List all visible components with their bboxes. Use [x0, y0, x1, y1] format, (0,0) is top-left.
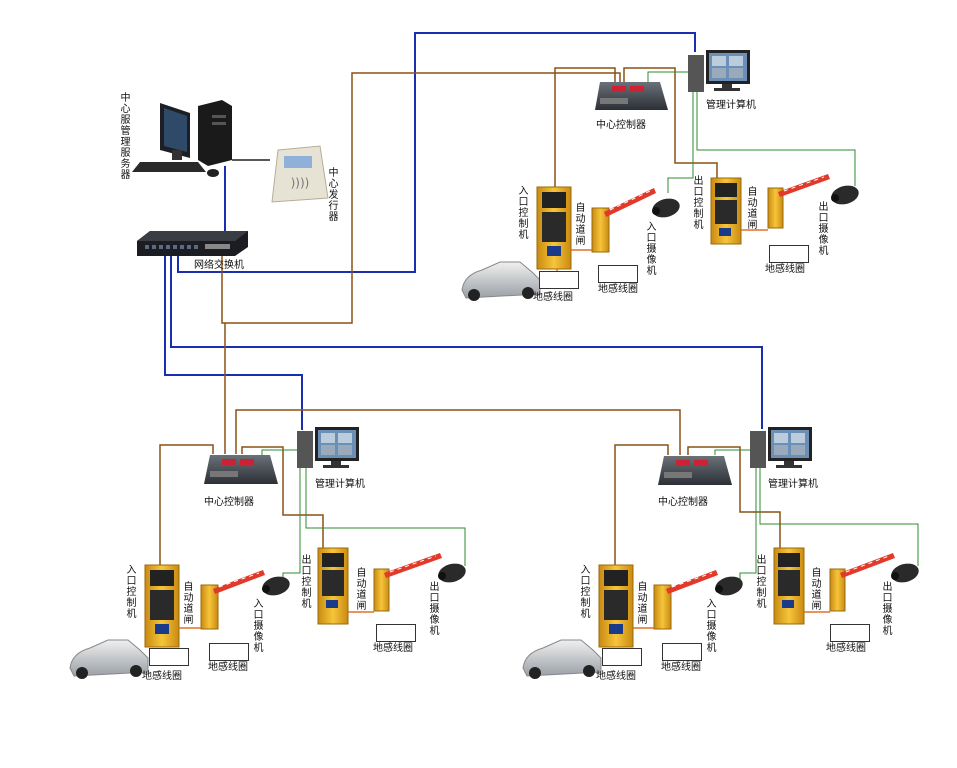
- entry-camera-icon: [652, 198, 680, 218]
- center-controller-icon: [595, 82, 668, 110]
- mgmt-pc-label: 管理计算机: [706, 100, 756, 111]
- card-issuer-icon: )))): [271, 145, 329, 203]
- center-controller-icon: [204, 455, 278, 484]
- car-icon: [461, 261, 541, 301]
- loop-label: 地感线圈: [533, 292, 573, 303]
- auto-gate-label: 自动道闸: [183, 582, 194, 626]
- auto-gate-label: 自动道闸: [637, 582, 648, 626]
- loop-box: [149, 648, 189, 666]
- entry-controller-label: 入口控制机: [126, 565, 137, 620]
- entry-camera-icon: [715, 576, 743, 596]
- exit-camera-label: 出口摄像机: [882, 582, 893, 637]
- exit-controller-label: 出口控制机: [756, 555, 767, 610]
- mgmt-pc-label: 管理计算机: [768, 479, 818, 490]
- loop-label: 地感线圈: [661, 662, 701, 673]
- entry-controller-label: 入口控制机: [518, 186, 529, 241]
- exit-gate-icon: [829, 553, 895, 612]
- issuer-label: 中心发行器: [328, 168, 339, 223]
- exit-camera-label: 出口摄像机: [429, 582, 440, 637]
- auto-gate-label: 自动道闸: [356, 568, 367, 612]
- entry-gate-icon: [200, 570, 265, 630]
- controller-label: 中心控制器: [596, 120, 646, 131]
- parking-unit-left: [69, 427, 466, 679]
- management-computer-icon: [297, 427, 359, 468]
- entry-camera-icon: [262, 576, 290, 596]
- management-computer-icon: [750, 427, 812, 468]
- loop-box: [376, 624, 416, 642]
- network-lines: [164, 32, 763, 430]
- auto-gate-label: 自动道闸: [747, 187, 758, 231]
- car-icon: [522, 639, 602, 679]
- entry-camera-label: 入口摄像机: [253, 599, 264, 654]
- mgmt-pc-label: 管理计算机: [315, 479, 365, 490]
- entry-gate-icon: [591, 188, 656, 253]
- entry-controller-label: 入口控制机: [580, 565, 591, 620]
- parking-unit-top: [461, 50, 859, 301]
- entry-camera-label: 入口摄像机: [706, 599, 717, 654]
- network-switch-icon: [137, 231, 248, 256]
- loop-label: 地感线圈: [765, 264, 805, 275]
- management-computer-icon: [688, 50, 750, 92]
- loop-label: 地感线圈: [596, 671, 636, 682]
- controller-label: 中心控制器: [658, 497, 708, 508]
- auto-gate-label: 自动道闸: [575, 203, 586, 247]
- loop-label: 地感线圈: [142, 671, 182, 682]
- exit-controller-icon: [317, 547, 349, 625]
- server-label: 中心服管理服务器: [120, 93, 131, 181]
- controller-label: 中心控制器: [204, 497, 254, 508]
- loop-label: 地感线圈: [208, 662, 248, 673]
- exit-camera-label: 出口摄像机: [818, 202, 829, 257]
- loop-label: 地感线圈: [598, 284, 638, 295]
- entry-controller-icon: [536, 186, 572, 270]
- exit-gate-icon: [373, 553, 442, 612]
- entry-gate-icon: [653, 570, 718, 630]
- switch-label: 网络交换机: [194, 260, 244, 271]
- loop-box: [598, 265, 638, 283]
- auto-gate-label: 自动道闸: [811, 568, 822, 612]
- video-lines: [261, 71, 919, 581]
- exit-gate-icon: [767, 174, 830, 229]
- loop-box: [662, 643, 702, 661]
- car-icon: [69, 639, 149, 679]
- loop-box: [539, 271, 579, 289]
- loop-box: [830, 624, 870, 642]
- server-computer-icon: [132, 100, 232, 177]
- exit-controller-label: 出口控制机: [301, 555, 312, 610]
- parking-unit-right: [522, 427, 919, 679]
- loop-label: 地感线圈: [826, 643, 866, 654]
- loop-box: [209, 643, 249, 661]
- entry-controller-icon: [144, 564, 180, 648]
- exit-camera-icon: [891, 563, 919, 583]
- loop-box: [769, 245, 809, 263]
- loop-box: [602, 648, 642, 666]
- exit-camera-icon: [831, 185, 859, 205]
- exit-controller-icon: [710, 177, 742, 245]
- entry-controller-icon: [598, 564, 634, 648]
- svg-text:)))): )))): [291, 176, 310, 190]
- loop-label: 地感线圈: [373, 643, 413, 654]
- rs485-lines: [159, 67, 781, 565]
- exit-camera-icon: [438, 563, 466, 583]
- entry-camera-label: 入口摄像机: [646, 222, 657, 277]
- exit-controller-icon: [773, 547, 805, 625]
- center-controller-icon: [658, 456, 732, 485]
- exit-controller-label: 出口控制机: [693, 176, 704, 231]
